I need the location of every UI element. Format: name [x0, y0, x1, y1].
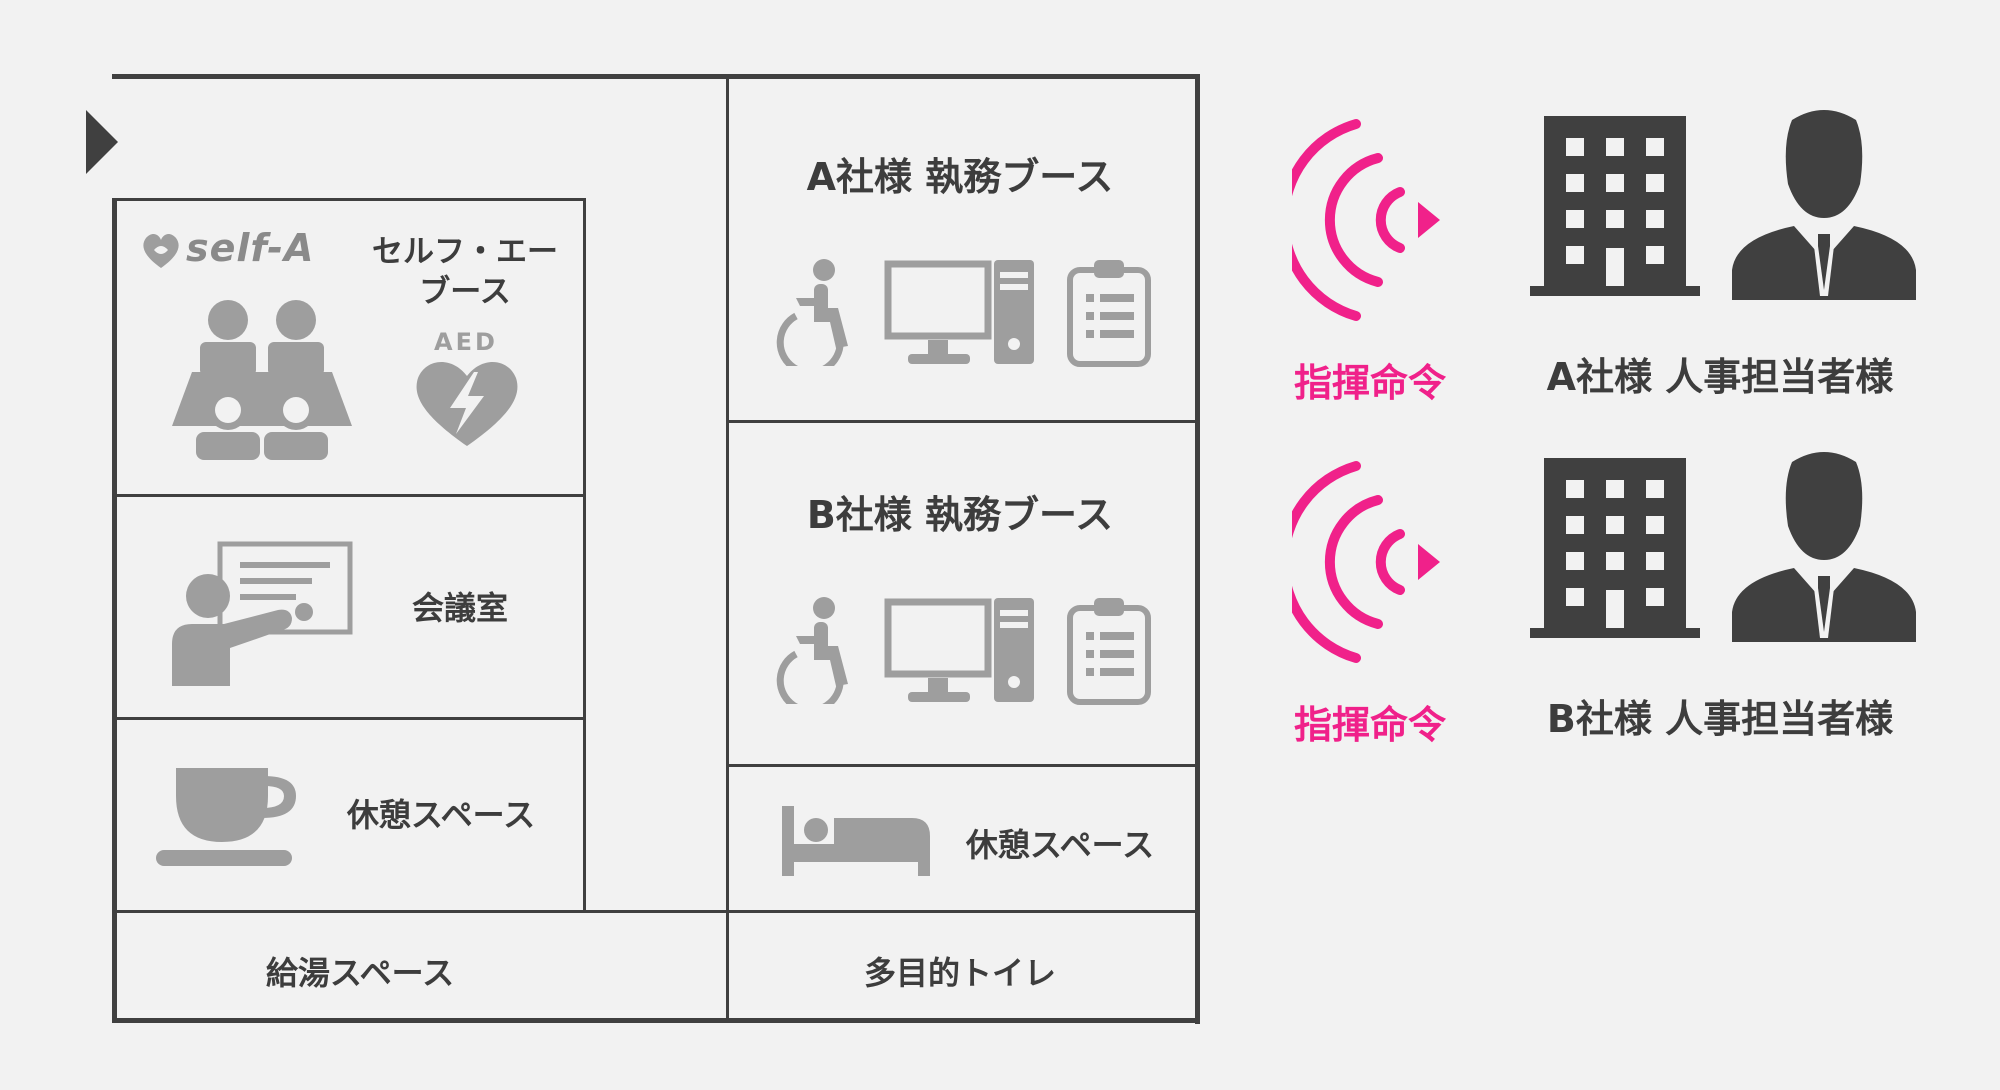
kettle-space-label: 給湯スペース: [265, 954, 455, 992]
businessman-icon: [1732, 110, 1916, 300]
bed-icon: [782, 806, 930, 876]
coffee-cup-icon: [156, 768, 296, 866]
left-divider-1: [116, 494, 586, 497]
wall-top: [112, 74, 1200, 79]
self-a-brand: self-A: [186, 226, 315, 270]
wheelchair-icon: [776, 259, 848, 366]
wall-left: [112, 198, 117, 1023]
booth-a-title: A社様 執務ブース: [806, 155, 1114, 199]
wall-right: [1195, 74, 1200, 1024]
right-divider-2: [728, 764, 1196, 767]
desktop-computer-icon: [884, 260, 1034, 364]
signal-waves-icon: [1292, 119, 1440, 321]
wall-middle: [726, 74, 729, 1022]
self-a-booth-label-line1: セルフ・エー: [372, 234, 558, 270]
command-label-b: 指揮命令: [1293, 703, 1446, 747]
aed-text: AED: [434, 328, 498, 356]
clipboard-icon: [1067, 260, 1151, 367]
toilet-label: 多目的トイレ: [863, 954, 1056, 992]
presentation-icon: [172, 541, 353, 686]
clipboard-icon: [1067, 598, 1151, 705]
meeting-room-label: 会議室: [411, 589, 508, 627]
businessman-icon: [1732, 452, 1916, 642]
group-meeting-icon: [172, 300, 352, 460]
rest-space-right-label: 休憩スペース: [965, 826, 1155, 864]
wall-bottom: [112, 1018, 1200, 1023]
wheelchair-icon: [776, 597, 848, 704]
command-label-a: 指揮命令: [1293, 361, 1446, 405]
rest-space-left-label: 休憩スペース: [346, 796, 536, 834]
left-box-right: [583, 198, 586, 913]
entrance-arrow-icon: [86, 110, 118, 174]
self-a-booth-label-line2: ブース: [419, 274, 511, 310]
left-divider-2: [116, 717, 586, 720]
self-a-logo-icon: [143, 233, 179, 268]
aed-heart-icon: [416, 361, 518, 446]
building-icon: [1530, 458, 1700, 638]
building-icon: [1530, 116, 1700, 296]
signal-waves-icon: [1292, 461, 1440, 663]
left-divider-3: [116, 910, 728, 913]
left-box-top: [112, 198, 586, 201]
right-divider-3: [728, 910, 1196, 913]
person-label-b: B社様 人事担当者様: [1546, 697, 1894, 741]
booth-b-title: B社様 執務ブース: [806, 493, 1114, 537]
right-divider-1: [728, 420, 1196, 423]
desktop-computer-icon: [884, 598, 1034, 702]
person-label-a: A社様 人事担当者様: [1546, 355, 1894, 399]
